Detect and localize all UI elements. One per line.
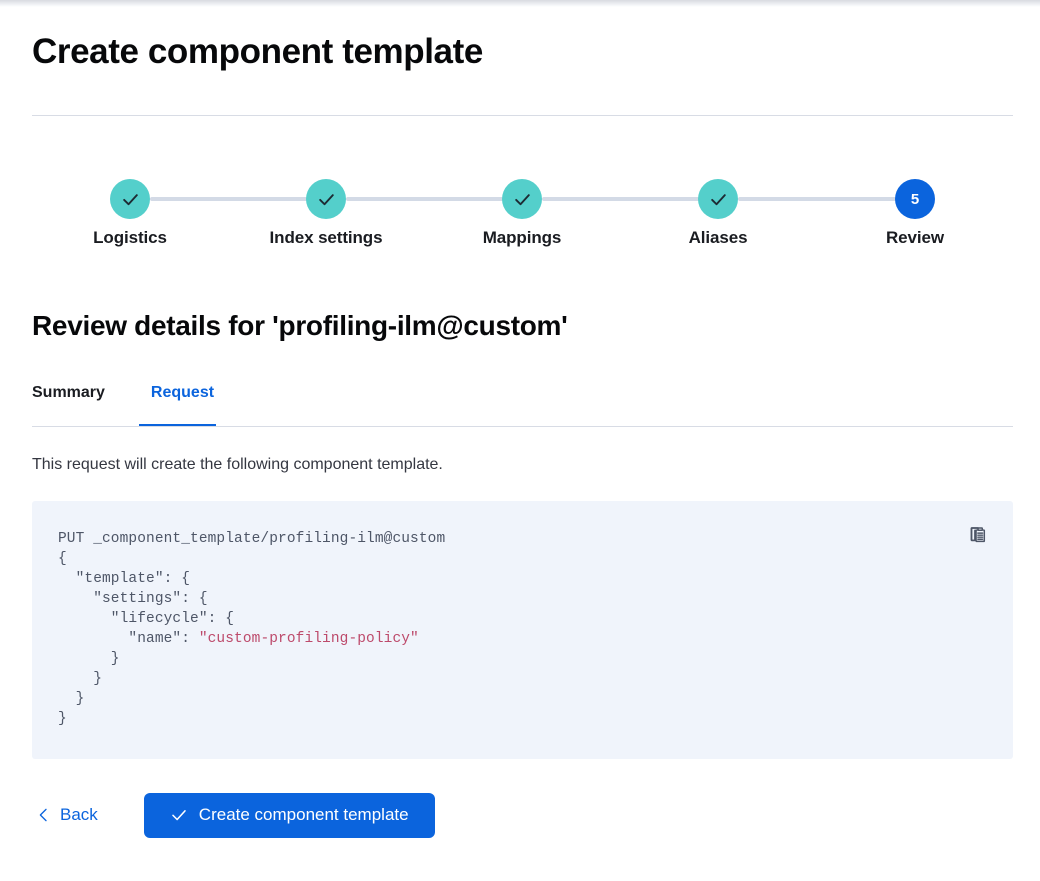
tab-summary[interactable]: Summary — [32, 384, 105, 401]
step-mappings-circle — [502, 179, 542, 219]
code-line-3: "template": { — [58, 571, 191, 587]
code-line-1: PUT _component_template/profiling-ilm@cu… — [58, 531, 446, 547]
step-aliases-label: Aliases — [688, 228, 748, 247]
code-line-9: } — [58, 691, 85, 707]
chevron-left-icon — [36, 806, 51, 824]
code-line-5: "lifecycle": { — [58, 611, 235, 627]
page-title: Create component template — [32, 32, 483, 71]
code-line-8: } — [58, 671, 103, 687]
request-code-text: PUT _component_template/profiling-ilm@cu… — [32, 501, 1013, 729]
step-review-label: Review — [886, 228, 944, 247]
code-line-10: } — [58, 711, 67, 727]
check-icon — [317, 190, 336, 209]
stepper-connector-4 — [738, 197, 915, 201]
review-section-title: Review details for 'profiling-ilm@custom… — [32, 310, 568, 341]
tabs-divider — [32, 426, 1013, 427]
code-line-2: { — [58, 551, 67, 567]
tab-request[interactable]: Request — [138, 385, 226, 427]
step-review-circle: 5 — [895, 179, 935, 219]
window-top-chrome — [0, 0, 1040, 7]
stepper-connector-1 — [150, 197, 327, 201]
code-line-6-key: "name": — [58, 631, 199, 647]
copy-clipboard-icon[interactable] — [963, 519, 995, 551]
back-button[interactable]: Back — [32, 799, 102, 831]
back-button-label: Back — [60, 805, 98, 824]
code-line-4: "settings": { — [58, 591, 208, 607]
create-component-template-button[interactable]: Create component template — [143, 792, 435, 838]
step-index-settings-circle — [306, 179, 346, 219]
request-code-block: PUT _component_template/profiling-ilm@cu… — [32, 501, 1013, 759]
code-line-6-value: "custom-profiling-policy" — [198, 631, 419, 647]
check-icon — [513, 190, 532, 209]
request-description: This request will create the following c… — [32, 456, 443, 473]
step-mappings[interactable]: Mappings — [424, 165, 620, 248]
step-mappings-label: Mappings — [482, 228, 562, 247]
step-logistics-circle — [110, 179, 150, 219]
check-icon — [709, 190, 728, 209]
review-tabs: Summary Request — [32, 385, 1013, 429]
step-logistics-label: Logistics — [93, 228, 167, 247]
step-review[interactable]: 5 Review — [817, 165, 1013, 248]
stepper-connector-2 — [346, 197, 523, 201]
step-logistics[interactable]: Logistics — [32, 165, 228, 248]
header-divider — [32, 115, 1013, 116]
step-index-settings[interactable]: Index settings — [228, 165, 424, 248]
create-component-template-label: Create component template — [198, 805, 409, 824]
check-icon — [170, 806, 188, 824]
check-icon — [121, 190, 140, 209]
tabstrip: Summary Request — [32, 385, 236, 427]
wizard-footer: Back Create component template — [32, 789, 435, 841]
wizard-stepper: Logistics Index settings Mappings — [32, 165, 1013, 265]
step-aliases[interactable]: Aliases — [620, 165, 816, 248]
page-container: Create component template Logistics Inde… — [0, 7, 1040, 881]
step-index-settings-label: Index settings — [269, 228, 383, 247]
code-line-7: } — [58, 651, 120, 667]
step-review-number: 5 — [910, 190, 920, 208]
stepper-connector-3 — [542, 197, 719, 201]
step-aliases-circle — [698, 179, 738, 219]
